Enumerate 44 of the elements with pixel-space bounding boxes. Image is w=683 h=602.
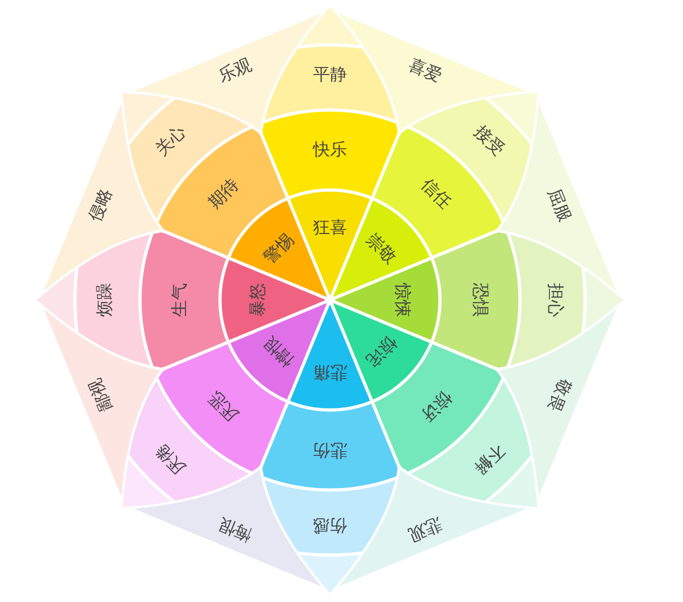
emotion-label: 鄙视 (85, 375, 117, 414)
emotion-label: 伤感 (313, 515, 347, 535)
emotion-label: 悔恨 (216, 513, 255, 545)
emotion-segment (262, 404, 398, 488)
emotion-label: 暴怒 (248, 283, 268, 317)
emotion-label: 厌恶 (204, 387, 243, 426)
emotion-segment (262, 112, 398, 196)
emotion-segment (434, 232, 518, 368)
emotion-label: 厌倦 (152, 440, 190, 478)
emotion-label: 不解 (470, 440, 508, 478)
emotion-segment (411, 381, 538, 508)
emotion-label: 关心 (152, 122, 190, 160)
emotion-label: 信任 (416, 174, 456, 213)
emotion-label: 憎恨 (260, 332, 298, 370)
emotion-label: 喜爱 (405, 55, 444, 87)
emotion-label: 悲伤 (313, 440, 347, 460)
emotion-segment (142, 232, 226, 368)
emotion-label: 崇敬 (362, 230, 400, 268)
emotion-label: 狂喜 (313, 218, 347, 238)
emotion-label: 悲观 (405, 513, 444, 545)
emotion-label: 接受 (470, 122, 508, 160)
emotion-label: 烦躁 (95, 283, 115, 317)
emotion-label: 警惕 (260, 230, 298, 268)
emotion-label: 期待 (204, 174, 244, 213)
emotion-label: 担心 (545, 283, 565, 317)
emotion-segment (122, 381, 249, 508)
emotion-label: 敬畏 (543, 375, 575, 414)
emotion-label: 惊悚 (392, 283, 412, 317)
emotion-segment (264, 480, 396, 594)
emotion-label: 屈服 (543, 186, 575, 225)
emotion-label: 惊诧 (362, 332, 400, 370)
emotion-label: 悲痛 (313, 362, 347, 382)
emotion-label: 生气 (170, 283, 190, 317)
emotion-segment (411, 92, 538, 219)
emotion-segment (510, 234, 624, 366)
emotion-segment (122, 92, 249, 219)
emotion-label: 乐观 (216, 55, 255, 87)
emotion-label: 侵略 (85, 186, 117, 225)
emotion-label: 恐惧 (470, 283, 490, 317)
emotion-label: 平静 (313, 65, 347, 85)
emotion-segment (264, 6, 396, 120)
emotion-label: 快乐 (313, 140, 347, 160)
emotion-label: 惊讶 (417, 387, 456, 426)
emotion-segment (36, 234, 150, 366)
